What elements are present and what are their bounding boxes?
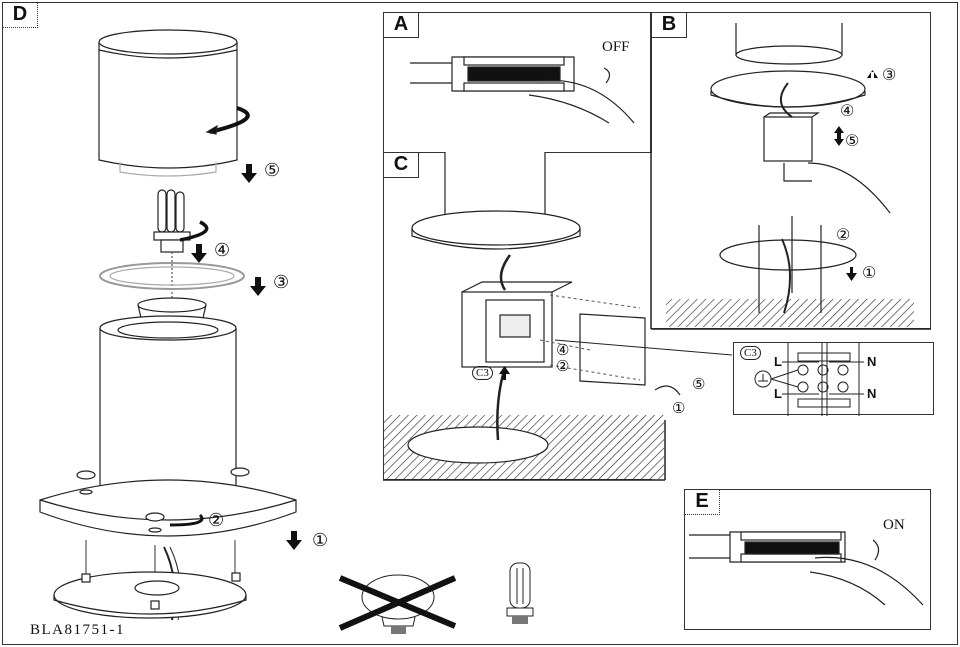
cfl-bulb: [153, 189, 191, 300]
panel-b-tag: B: [652, 13, 687, 38]
step-2-label: ②: [208, 510, 225, 530]
b-step-2-label: ②: [836, 227, 851, 244]
step-1-arrow-icon: [286, 531, 302, 550]
panel-e-tag: E: [685, 490, 720, 515]
step-5-arrow-icon: [834, 126, 844, 146]
step-1-label: ①: [312, 530, 329, 550]
c-step-1-label: ①: [672, 401, 686, 417]
breaker-row: [463, 56, 565, 92]
panel-b: B ③ ④ ⑤ ② ①: [651, 12, 931, 329]
hand-icon: [538, 79, 635, 124]
gasket-ring: [99, 262, 245, 290]
terminal-l-top: L: [774, 354, 782, 369]
switch-off-arrow-icon: [603, 67, 611, 84]
terminal-l-bottom: L: [774, 386, 782, 401]
terminal-n-bottom: N: [867, 386, 877, 401]
step-5-arrow-icon: [241, 164, 257, 183]
c-step-2-label: ②: [556, 359, 570, 375]
prohibited-incandescent-icon: [338, 574, 457, 634]
terminal-screws: [797, 364, 849, 393]
step-4-label: ④: [214, 240, 231, 260]
b-step-3-label: ③: [882, 67, 897, 84]
hand-icon: [807, 162, 891, 214]
breaker-off-illustration: [410, 56, 635, 124]
on-label: ON: [883, 517, 905, 533]
b-step-1-label: ①: [862, 265, 877, 282]
switch-on-arrow-icon: [872, 539, 880, 561]
terminal-n-top: N: [867, 354, 877, 369]
rotate-arrow-icon: [179, 220, 209, 242]
junction-box: [763, 116, 813, 162]
panel-e: E ON: [684, 489, 931, 630]
step-3-arrow-icon: [867, 70, 878, 78]
ground-plate: [53, 571, 247, 619]
c-step-5-label: ⑤: [692, 377, 706, 393]
breaker-on-illustration: [689, 531, 924, 606]
lamp-shade: [98, 29, 238, 177]
breaker-row: [744, 541, 840, 555]
rotate-arrow-icon: [169, 513, 204, 527]
step-5-label: ⑤: [264, 160, 281, 180]
step-3-label: ③: [273, 272, 290, 292]
panel-d-tag: D: [3, 3, 38, 28]
panel-a-tag: A: [384, 13, 419, 38]
terminal-block-illustration: [754, 343, 864, 416]
base-plate: [39, 467, 297, 600]
b-step-4-label: ④: [840, 103, 855, 120]
panel-c3-detail: C3 L N L N: [733, 342, 934, 416]
ground-hatch: [666, 299, 914, 327]
step-1-arrow-icon: [846, 267, 857, 281]
step-4-arrow-icon: [191, 244, 207, 263]
b-step-5-label: ⑤: [845, 133, 860, 150]
c3-tag: C3: [740, 346, 761, 360]
mounting-illustration: [666, 23, 914, 327]
step-3-arrow-icon: [250, 277, 266, 296]
product-code: BLA81751-1: [30, 622, 125, 638]
off-label: OFF: [602, 39, 630, 55]
rotate-arrow-icon: [205, 106, 250, 135]
panel-a: A OFF: [383, 12, 651, 156]
c-callout-label: C3: [472, 366, 493, 380]
panel-c: C: [383, 152, 652, 480]
c-step-4-label: ④: [556, 343, 570, 359]
hand-icon: [814, 556, 924, 606]
allowed-cfl-icon: [506, 562, 534, 624]
panel-c-tag: C: [384, 153, 419, 178]
